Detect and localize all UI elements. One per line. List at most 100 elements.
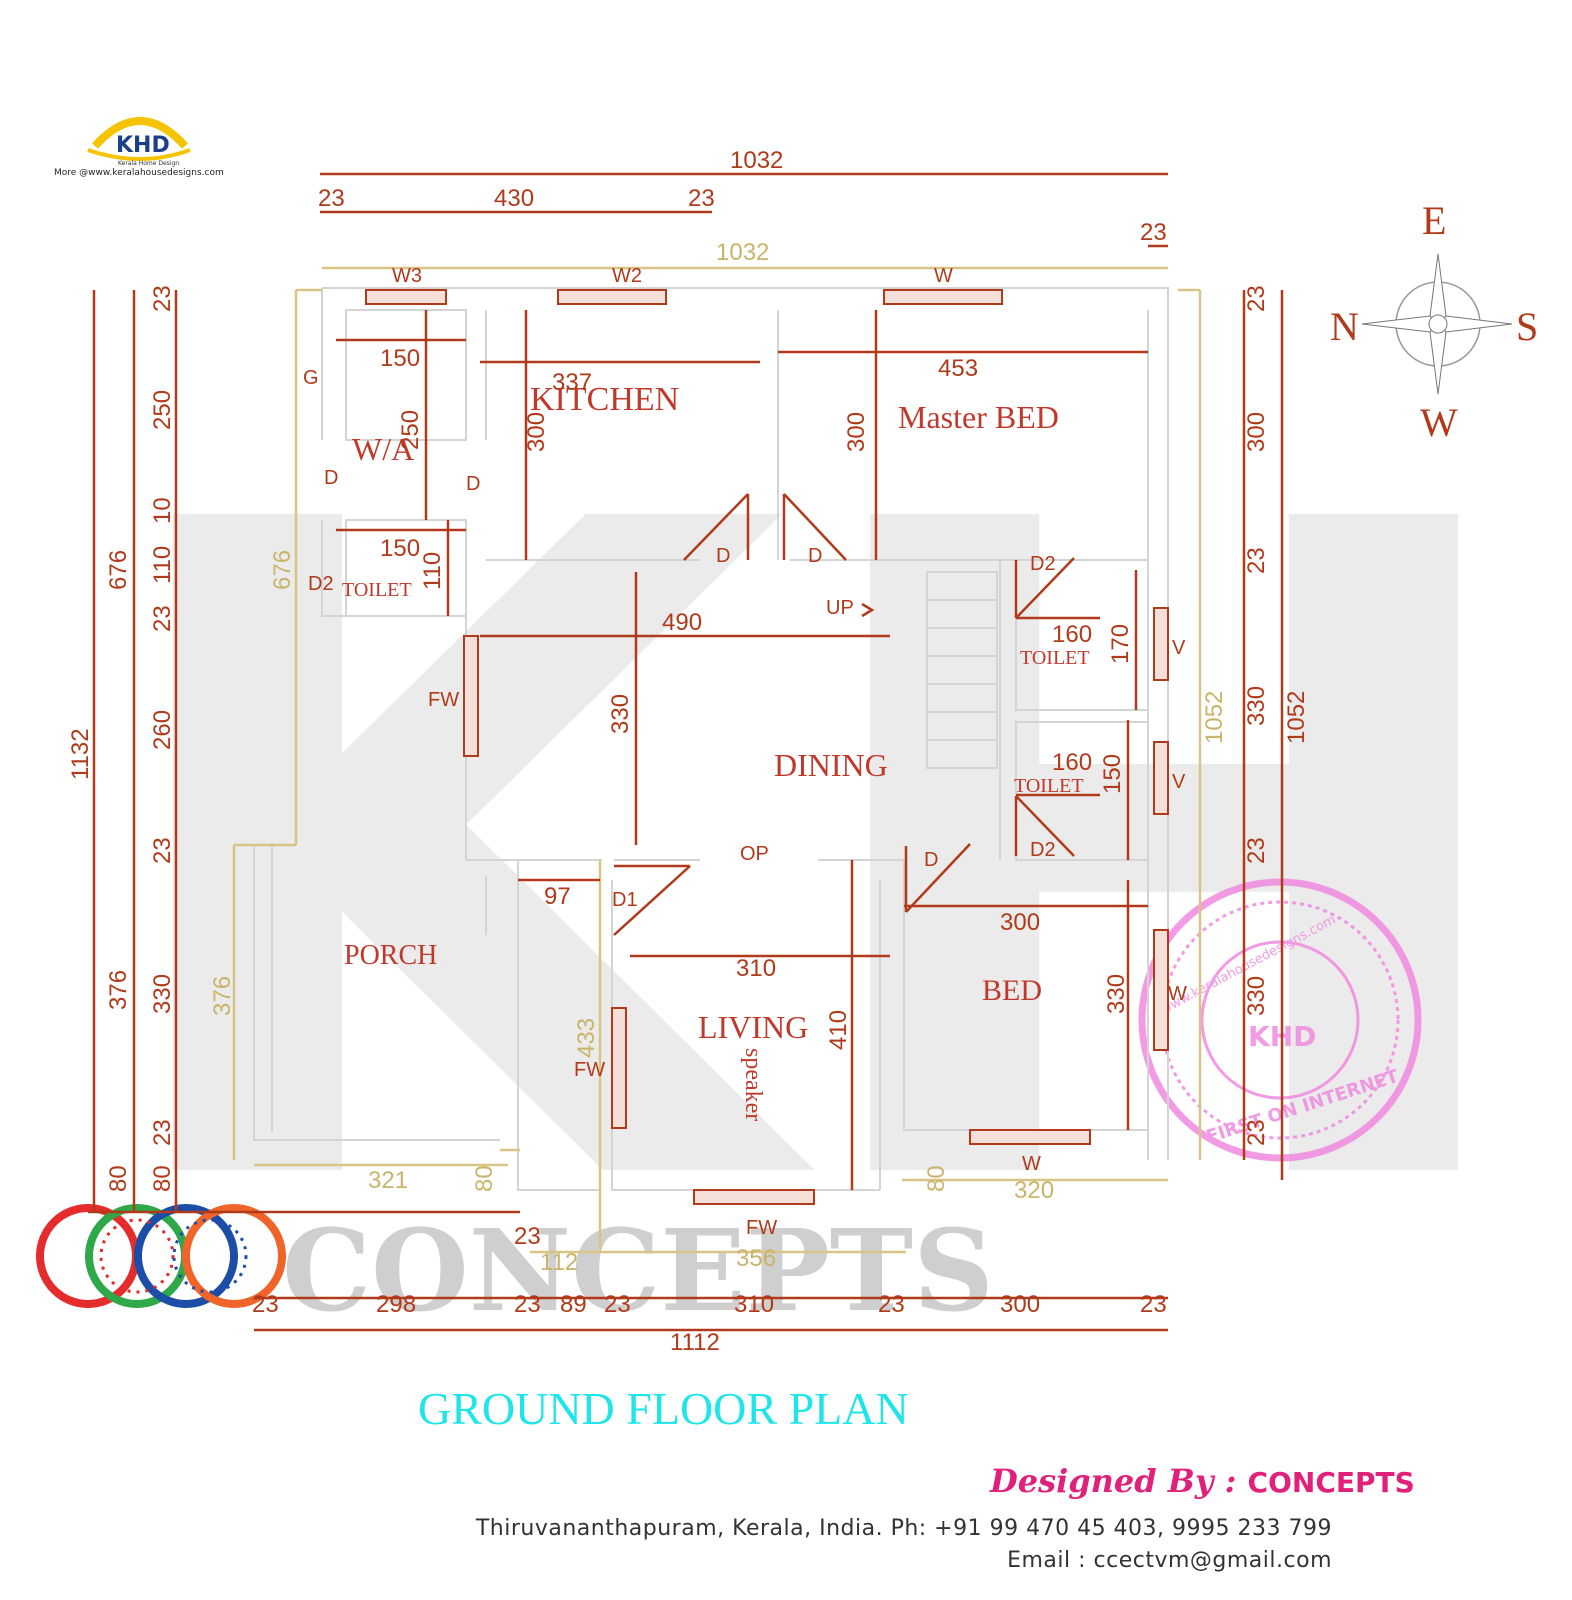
- svg-text:23: 23: [318, 185, 345, 212]
- svg-text:300: 300: [843, 412, 870, 452]
- kitchen-label: KITCHEN: [530, 381, 679, 418]
- svg-text:1132: 1132: [67, 728, 94, 780]
- svg-text:S: S: [1516, 304, 1538, 349]
- room-labels: KITCHEN Master BED W/A TOILET TOILET TOI…: [342, 381, 1090, 1121]
- svg-text:W: W: [1420, 400, 1458, 445]
- svg-text:260: 260: [149, 710, 176, 750]
- toilet-left-label: TOILET: [342, 579, 412, 601]
- svg-text:23: 23: [514, 1291, 541, 1318]
- svg-text:V: V: [1172, 771, 1186, 793]
- svg-text:320: 320: [1014, 1177, 1054, 1204]
- svg-text:23: 23: [1140, 219, 1167, 246]
- svg-text:D: D: [808, 545, 822, 567]
- svg-text:23: 23: [149, 285, 176, 312]
- gold-dimension-lines: [232, 266, 1202, 1254]
- svg-text:310: 310: [734, 1291, 774, 1318]
- khd-logo: KHD Kerala Home Design: [87, 117, 191, 167]
- svg-text:170: 170: [1107, 624, 1134, 664]
- svg-text:23: 23: [878, 1291, 905, 1318]
- dining-label: DINING: [774, 747, 888, 783]
- porch-label: PORCH: [344, 940, 437, 971]
- svg-text:356: 356: [736, 1245, 776, 1272]
- svg-text:250: 250: [397, 410, 424, 450]
- svg-text:676: 676: [269, 550, 296, 590]
- svg-text:23: 23: [149, 605, 176, 632]
- svg-text:97: 97: [544, 883, 571, 910]
- svg-text:V: V: [1172, 637, 1186, 659]
- svg-text:676: 676: [105, 550, 132, 590]
- svg-text:298: 298: [376, 1291, 416, 1318]
- svg-text:D2: D2: [308, 573, 334, 595]
- dimension-labels: 1032 1032 23 430 23 23 150 150 337 453 4…: [252, 147, 1167, 1356]
- svg-text:23: 23: [252, 1291, 279, 1318]
- svg-text:23: 23: [149, 1119, 176, 1146]
- svg-text:330: 330: [607, 694, 634, 734]
- svg-text:160: 160: [1052, 749, 1092, 776]
- svg-text:80: 80: [471, 1165, 498, 1192]
- svg-text:W: W: [934, 265, 953, 287]
- svg-text:110: 110: [419, 552, 446, 590]
- svg-text:W: W: [1168, 983, 1187, 1005]
- svg-text:FW: FW: [574, 1059, 605, 1081]
- svg-text:300: 300: [523, 412, 550, 452]
- svg-text:1032: 1032: [730, 147, 783, 174]
- svg-text:89: 89: [560, 1291, 587, 1318]
- svg-text:376: 376: [105, 970, 132, 1010]
- svg-text:1032: 1032: [716, 239, 769, 266]
- footer-address: Thiruvananthapuram, Kerala, India. Ph: +…: [475, 1516, 1332, 1541]
- svg-text:80: 80: [923, 1165, 950, 1192]
- svg-text:453: 453: [938, 355, 978, 382]
- red-dimension-lines: [88, 172, 1284, 1332]
- svg-text:150: 150: [1099, 754, 1126, 794]
- svg-text:330: 330: [1243, 976, 1270, 1016]
- compass-rose: E N S W: [1330, 198, 1538, 445]
- toilet-right-bottom-label: TOILET: [1014, 775, 1084, 797]
- svg-text:337: 337: [552, 369, 592, 396]
- speaker-label: speaker: [740, 1048, 766, 1121]
- svg-text:433: 433: [573, 1018, 600, 1058]
- living-label: LIVING: [698, 1009, 808, 1045]
- walls: [253, 287, 1169, 1191]
- concepts-rings-logo: [36, 1204, 286, 1308]
- svg-text:23: 23: [1243, 285, 1270, 312]
- svg-text:D1: D1: [612, 889, 638, 911]
- svg-text:KHD: KHD: [116, 133, 170, 158]
- svg-text:D2: D2: [1030, 553, 1056, 575]
- svg-text:FW: FW: [746, 1217, 777, 1239]
- master-bed-label: Master BED: [898, 399, 1059, 435]
- svg-text:G: G: [303, 367, 319, 389]
- door-swings: [613, 493, 1075, 936]
- svg-text:80: 80: [105, 1165, 132, 1192]
- svg-text:N: N: [1330, 304, 1359, 349]
- svg-text:D: D: [466, 473, 480, 495]
- svg-text:300: 300: [1000, 909, 1040, 936]
- svg-text:UP: UP: [826, 597, 854, 619]
- svg-text:321: 321: [368, 1167, 408, 1194]
- toilet-right-top-label: TOILET: [1020, 647, 1090, 669]
- svg-text:376: 376: [209, 976, 236, 1016]
- svg-text:10: 10: [149, 497, 176, 524]
- svg-text:330: 330: [1103, 974, 1130, 1014]
- svg-text:W2: W2: [612, 265, 642, 287]
- svg-text:330: 330: [1243, 686, 1270, 726]
- element-tags: W3 W2 W G D D D2 D D D2 D2 V V UP FW OP …: [303, 265, 1187, 1239]
- svg-text:160: 160: [1052, 621, 1092, 648]
- windows: [365, 289, 1169, 1205]
- svg-text:490: 490: [662, 609, 702, 636]
- plan-title: GROUND FLOOR PLAN: [418, 1383, 909, 1434]
- svg-text:430: 430: [494, 185, 534, 212]
- svg-text:23: 23: [149, 837, 176, 864]
- svg-text:23: 23: [514, 1223, 541, 1250]
- designer-brand: CONCEPTS: [1247, 1466, 1415, 1499]
- svg-text:112: 112: [540, 1249, 578, 1276]
- bed-label: BED: [982, 974, 1042, 1007]
- vertical-dimension-labels: 1132 676 376 80 23 250 10 110 23 260 23 …: [67, 285, 1310, 1192]
- svg-text:300: 300: [1000, 1291, 1040, 1318]
- svg-text:1112: 1112: [670, 1329, 720, 1356]
- svg-text:300: 300: [1243, 412, 1270, 452]
- svg-text:W3: W3: [392, 265, 422, 287]
- svg-text:23: 23: [1243, 1119, 1270, 1146]
- wa-label: W/A: [352, 431, 414, 467]
- watermark-concepts: CONCEPTS: [282, 1206, 994, 1337]
- svg-text:23: 23: [1243, 837, 1270, 864]
